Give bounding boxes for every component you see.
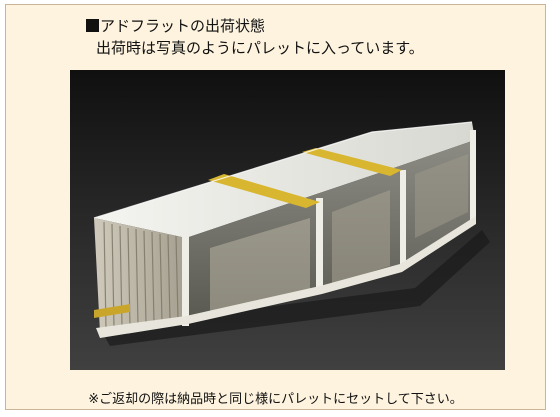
page-title: アドフラットの出荷状態 bbox=[86, 16, 265, 36]
return-instruction-note: ※ご返却の際は納品時と同じ様にパレットにセットして下さい。 bbox=[88, 392, 463, 407]
page-subtitle: 出荷時は写真のようにパレットに入っています。 bbox=[96, 39, 424, 57]
page-title-text: アドフラットの出荷状態 bbox=[100, 17, 266, 35]
pallet-package-photo bbox=[70, 70, 505, 370]
square-bullet-icon bbox=[86, 19, 99, 32]
